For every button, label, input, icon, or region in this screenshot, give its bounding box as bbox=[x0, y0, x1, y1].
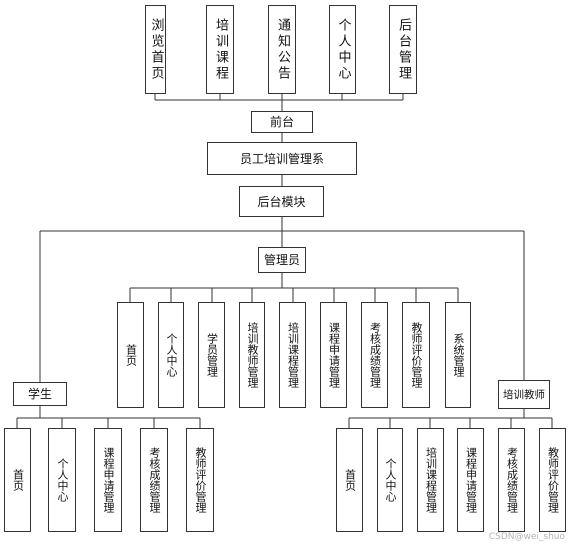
student-function-personal-center: 个人中心 bbox=[48, 428, 76, 532]
teacher-function-personal-center: 个人中心 bbox=[377, 428, 403, 532]
student-role-node: 学生 bbox=[13, 382, 67, 406]
system-root-node: 员工培训管理系 bbox=[207, 142, 357, 175]
front-page-notices: 通知公告 bbox=[268, 5, 296, 94]
front-page-browse-home: 浏览首页 bbox=[145, 5, 166, 94]
front-page-personal-center: 个人中心 bbox=[329, 5, 356, 94]
student-function-exam-scores: 考核成绩管理 bbox=[140, 428, 168, 532]
admin-function-course-management: 培训课程管理 bbox=[279, 302, 306, 408]
teacher-function-course-application: 课程申请管理 bbox=[457, 428, 484, 532]
frontend-node: 前台 bbox=[251, 111, 313, 133]
admin-function-system-management: 系统管理 bbox=[445, 302, 471, 408]
student-function-home: 首页 bbox=[4, 428, 31, 532]
admin-function-course-application: 课程申请管理 bbox=[320, 302, 347, 408]
student-function-teacher-evaluation: 教师评价管理 bbox=[186, 428, 214, 532]
teacher-function-teacher-evaluation: 教师评价管理 bbox=[539, 428, 566, 532]
backend-module-node: 后台模块 bbox=[239, 186, 324, 217]
teacher-function-home: 首页 bbox=[336, 428, 363, 532]
admin-function-home: 首页 bbox=[117, 302, 144, 408]
teacher-function-exam-scores: 考核成绩管理 bbox=[498, 428, 525, 532]
admin-function-student-management: 学员管理 bbox=[198, 302, 225, 408]
admin-function-teacher-management: 培训教师管理 bbox=[239, 302, 265, 408]
teacher-function-course-management: 培训课程管理 bbox=[417, 428, 444, 532]
front-page-training-courses: 培训课程 bbox=[206, 5, 234, 94]
admin-function-exam-scores: 考核成绩管理 bbox=[361, 302, 388, 408]
admin-function-personal-center: 个人中心 bbox=[158, 302, 184, 408]
front-page-backend-admin: 后台管理 bbox=[389, 5, 417, 94]
admin-role-node: 管理员 bbox=[258, 247, 306, 273]
student-function-course-application: 课程申请管理 bbox=[94, 428, 122, 532]
teacher-role-node: 培训教师 bbox=[498, 380, 550, 409]
watermark-text: CSDN@wei_shuo bbox=[488, 532, 565, 542]
admin-function-teacher-evaluation: 教师评价管理 bbox=[402, 302, 430, 408]
